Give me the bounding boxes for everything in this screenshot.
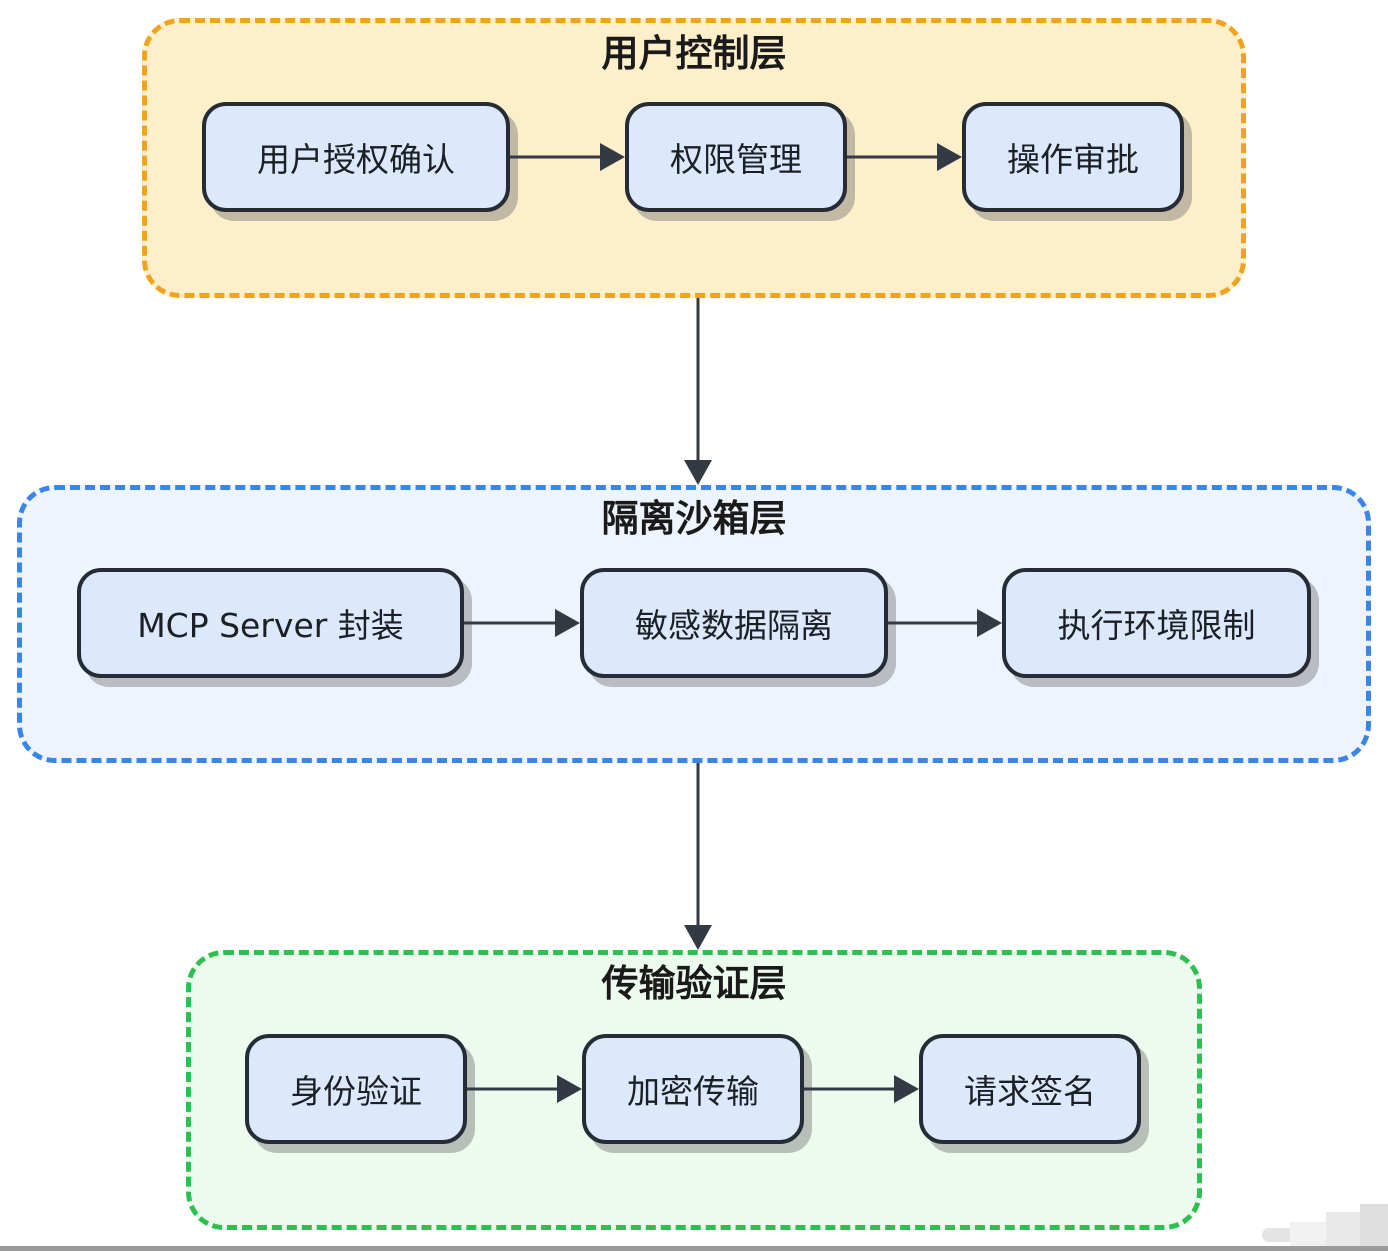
corner-decoration — [1262, 1204, 1388, 1246]
arrowhead — [684, 925, 712, 950]
mcp-server-wrapper-node: MCP Server 封装 — [77, 568, 464, 678]
encrypted-transport-node: 加密传输 — [582, 1034, 804, 1144]
user-authorization-node: 用户授权确认 — [202, 102, 510, 212]
arrowhead — [937, 143, 962, 171]
arrowhead — [977, 609, 1002, 637]
request-signature-node: 请求签名 — [919, 1034, 1141, 1144]
sensitive-data-isolation-node: 敏感数据隔离 — [580, 568, 888, 678]
layer-title: 用户控制层 — [601, 32, 787, 75]
execution-environment-limit-node: 执行环境限制 — [1002, 568, 1311, 678]
permission-management-node: 权限管理 — [625, 102, 847, 212]
arrowhead — [600, 143, 625, 171]
arrowhead — [557, 1075, 582, 1103]
arrowhead — [555, 609, 580, 637]
arrowhead — [684, 460, 712, 485]
arrowhead — [894, 1075, 919, 1103]
operation-approval-node: 操作审批 — [962, 102, 1184, 212]
layer-title: 隔离沙箱层 — [601, 497, 787, 540]
identity-verification-node: 身份验证 — [245, 1034, 467, 1144]
bottom-bar — [0, 1246, 1388, 1251]
layer-title: 传输验证层 — [601, 962, 787, 1005]
